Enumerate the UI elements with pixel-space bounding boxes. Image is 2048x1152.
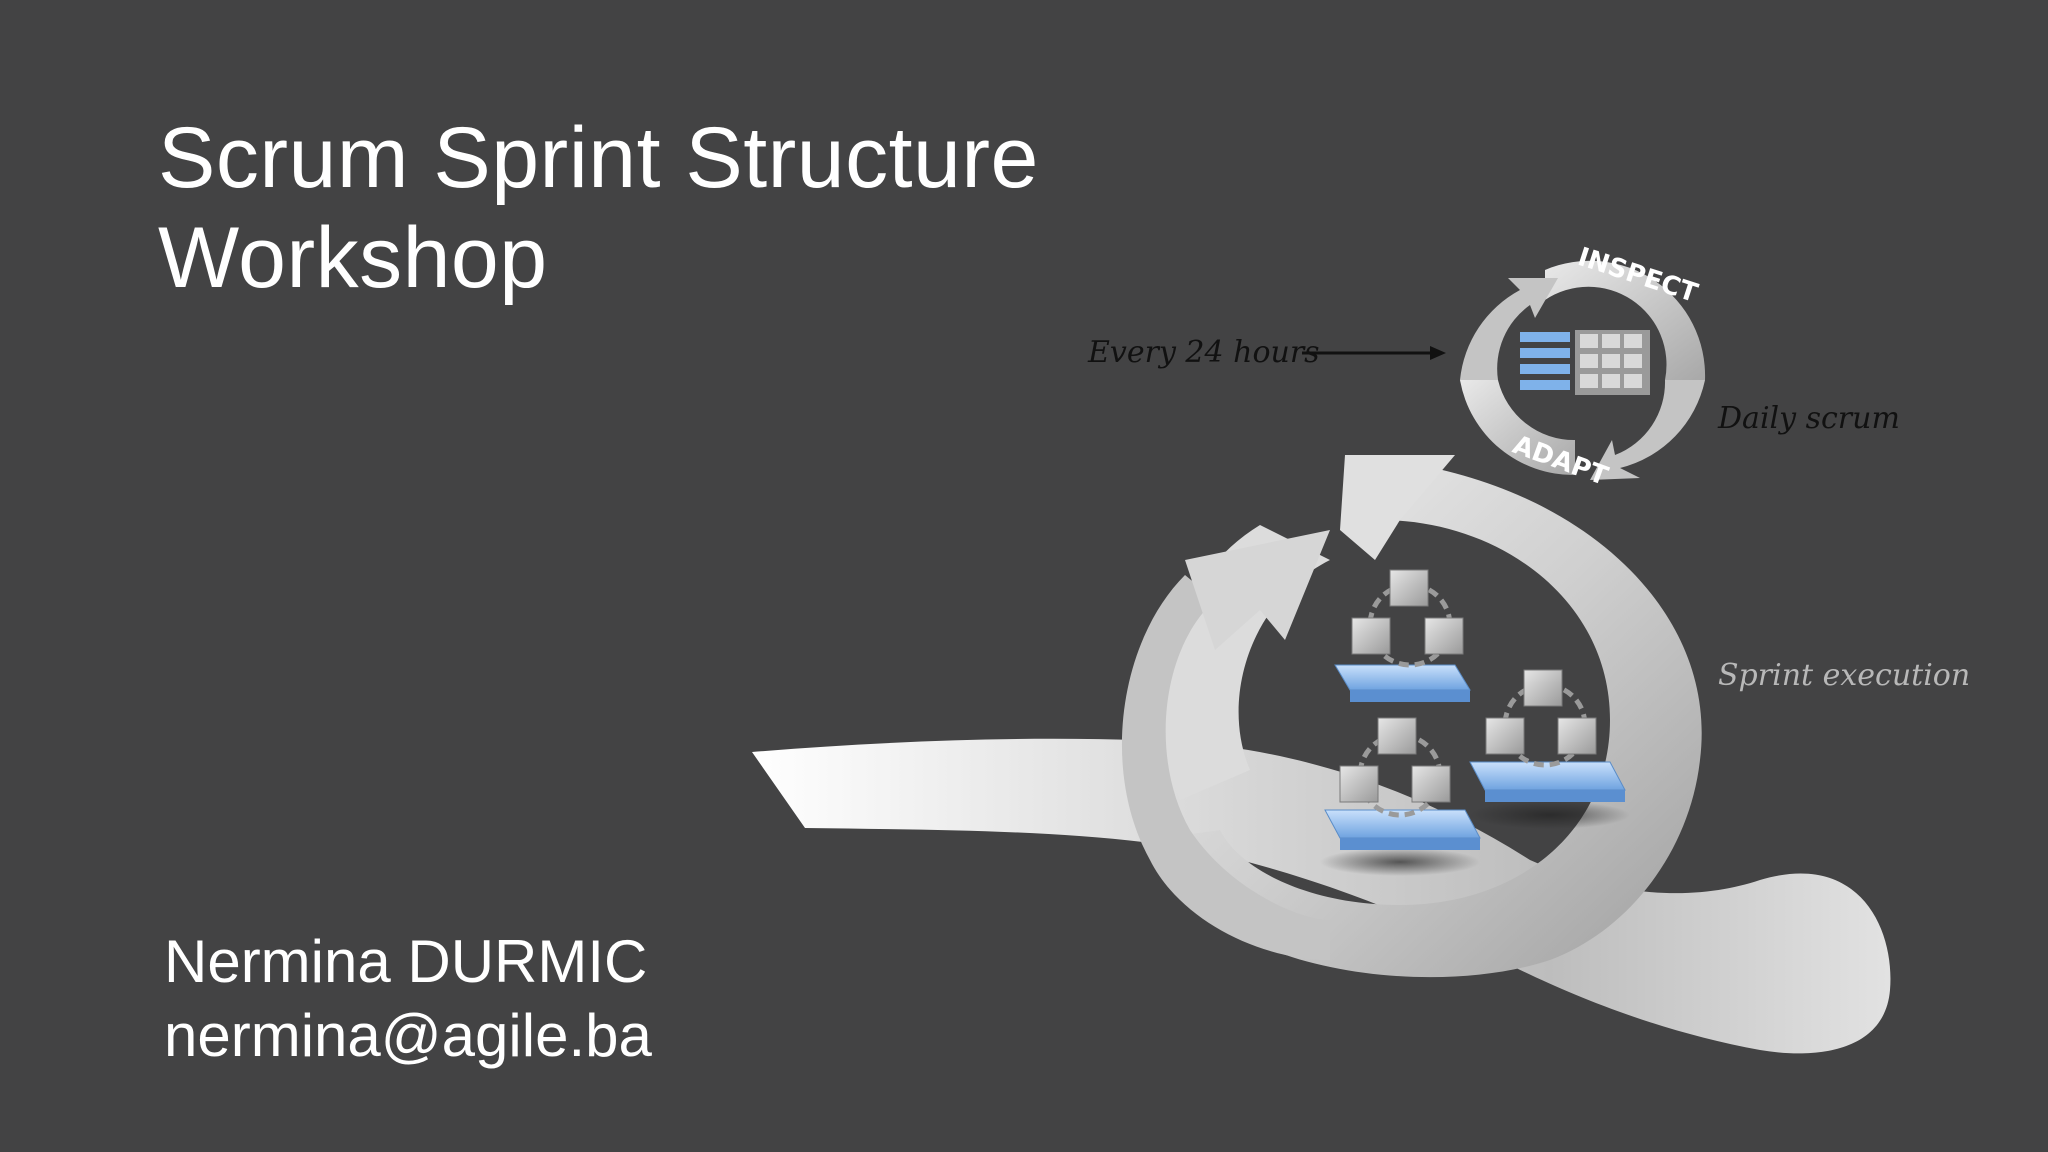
sprint-ribbon [752, 738, 1891, 1054]
sprint-loop-ring [1150, 458, 1702, 978]
every-24-hours-label: Every 24 hours [1087, 335, 1320, 370]
work-platform-3 [1324, 717, 1481, 850]
daily-scrum-label: Daily scrum [1717, 401, 1900, 436]
work-platform-2 [1469, 669, 1626, 802]
task-board-icon [1520, 330, 1650, 395]
author-block: Nermina DURMIC nermina@agile.ba [164, 925, 652, 1073]
sprint-loop-arrowhead-top [1340, 455, 1455, 560]
slide-title: Scrum Sprint Structure Workshop [158, 108, 1039, 308]
author-email: nermina@agile.ba [164, 1002, 652, 1069]
sprint-execution-label: Sprint execution [1718, 658, 1970, 693]
title-line-1: Scrum Sprint Structure [158, 110, 1039, 206]
sprint-loop-arrowhead-left [1185, 530, 1330, 650]
title-line-2: Workshop [158, 210, 548, 306]
daily-scrum-cycle: INSPECT ADAPT [1460, 242, 1706, 492]
work-platform-1 [1334, 569, 1471, 702]
sprint-loop-left-arc [1121, 575, 1330, 960]
author-name: Nermina DURMIC [164, 928, 648, 995]
